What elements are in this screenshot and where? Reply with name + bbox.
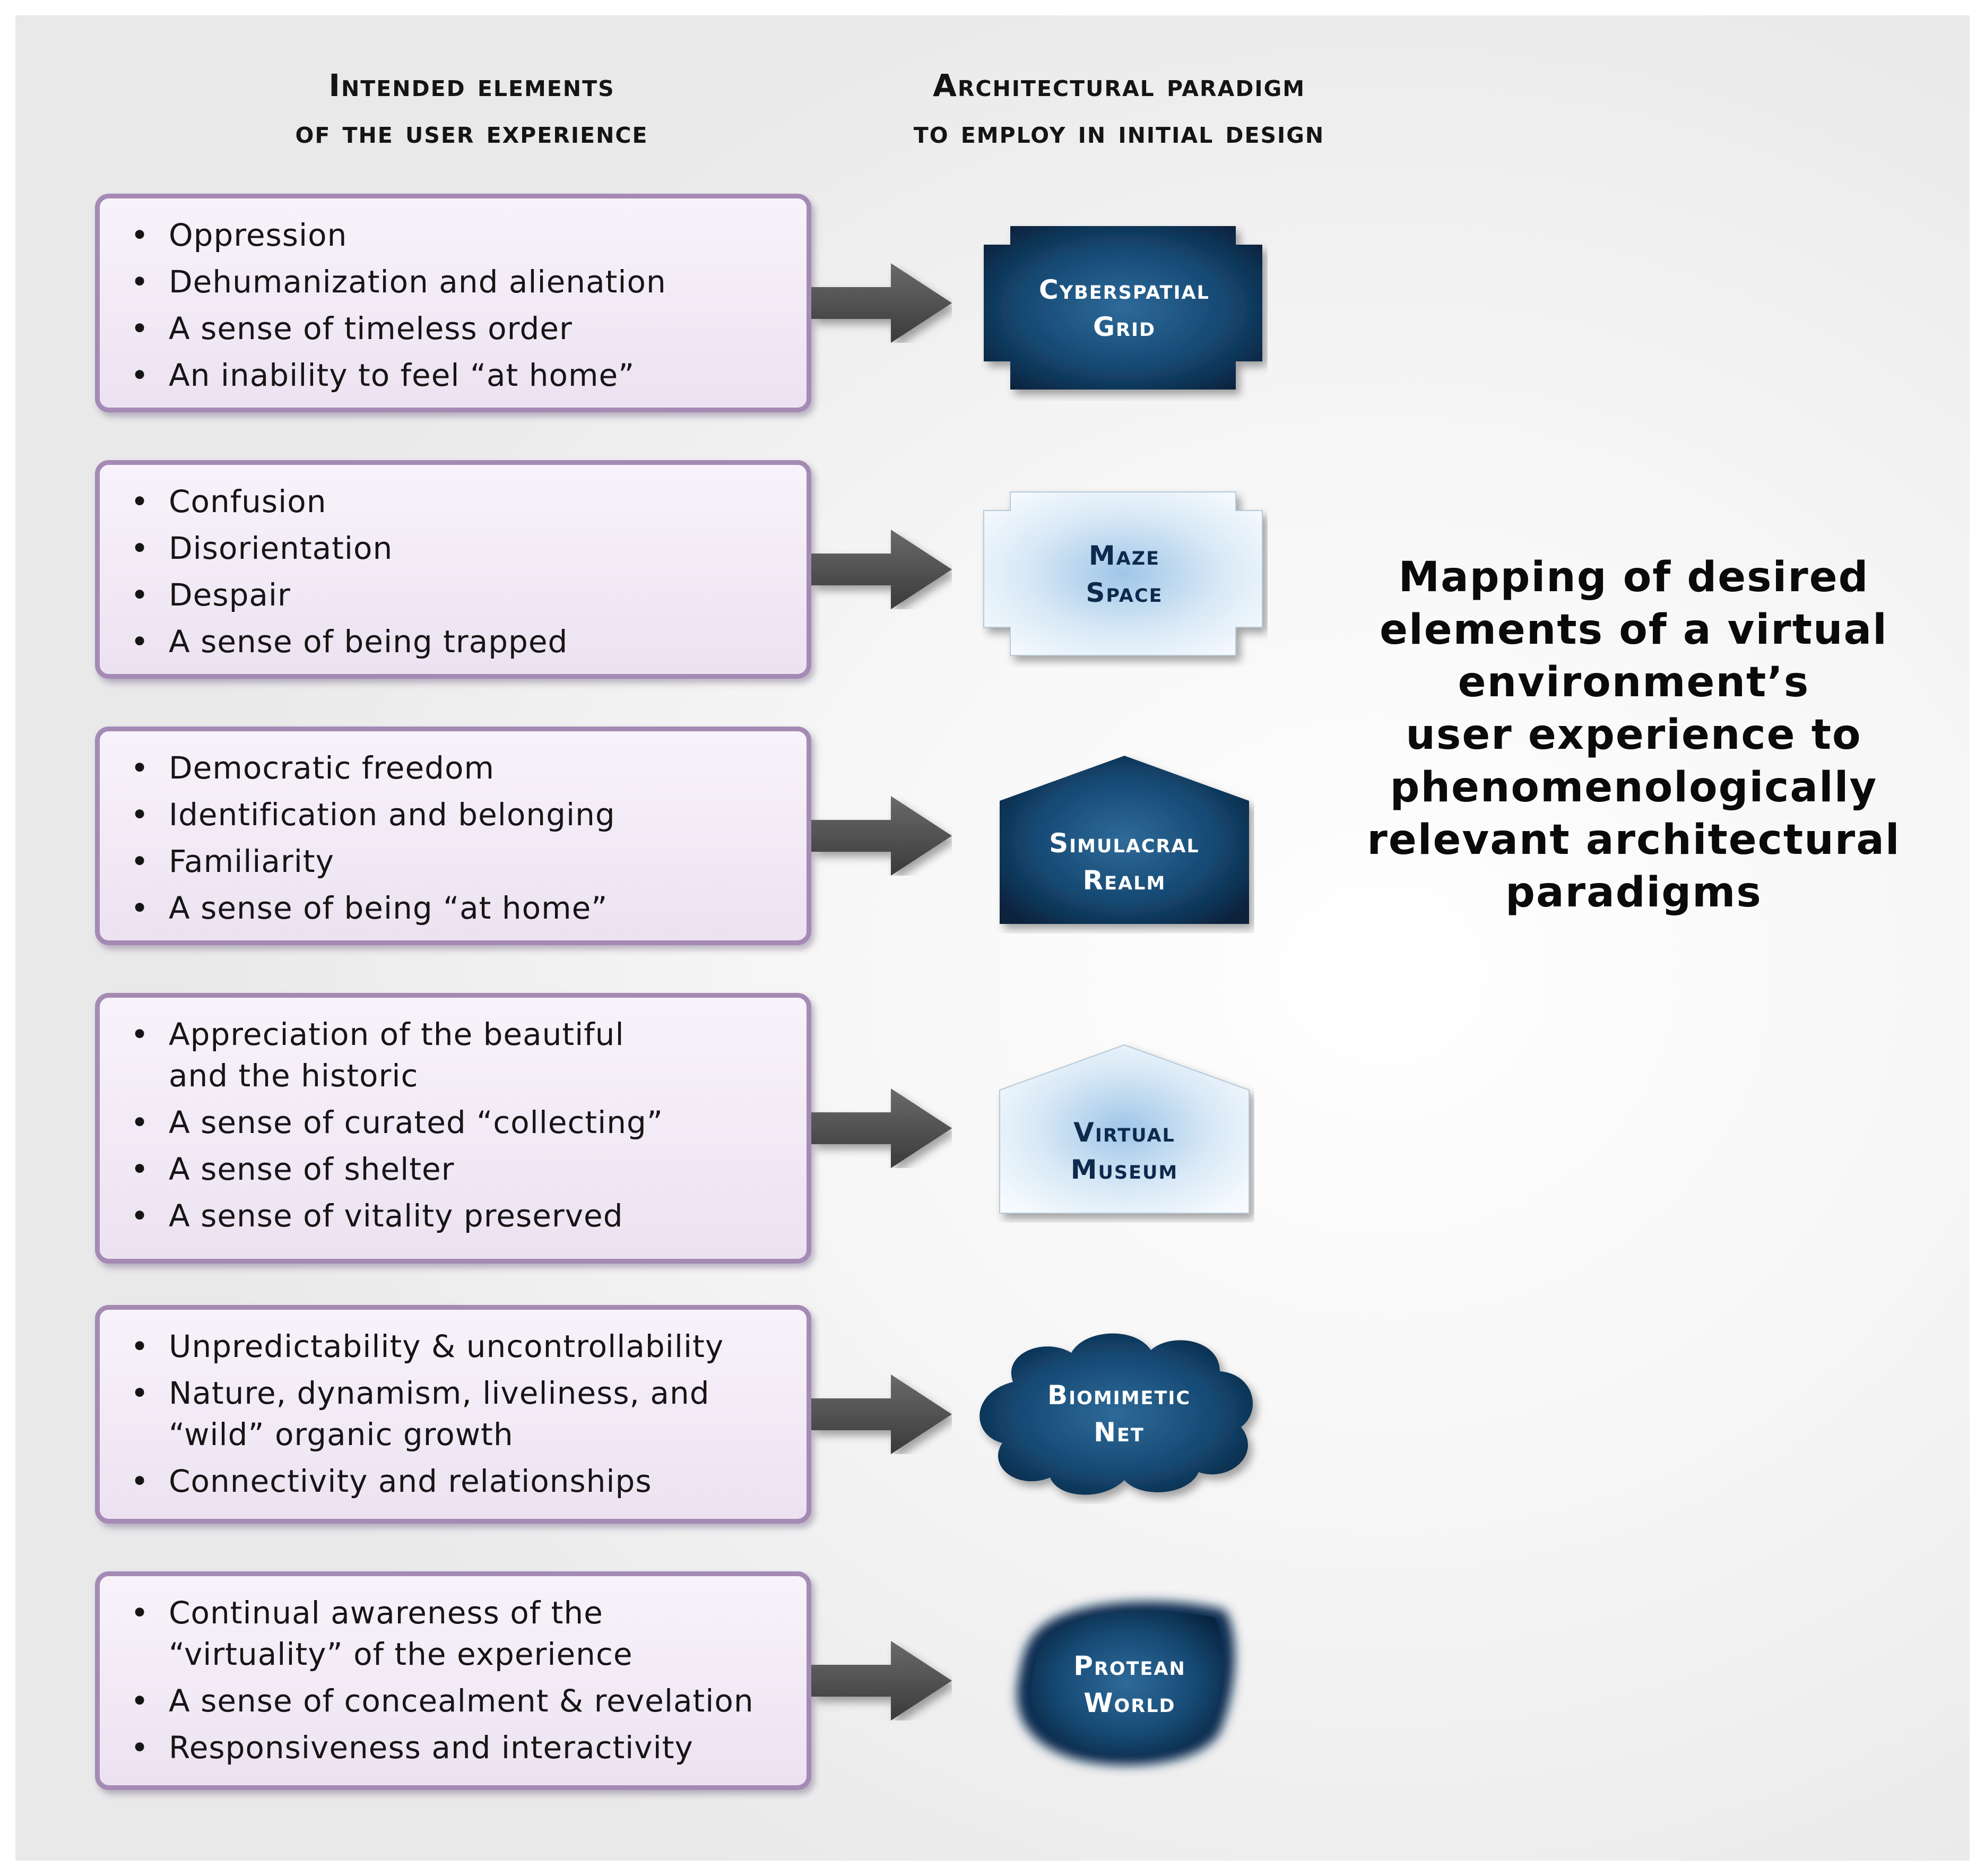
paradigm-label-line-1: Maze [1088, 540, 1160, 571]
ux-item: Appreciation of the beautiful and the hi… [131, 1014, 787, 1096]
ux-item: Oppression [131, 214, 787, 256]
title-line: user experience to [1406, 711, 1862, 759]
notched-rectangle-shape [984, 226, 1262, 390]
notched-rectangle-shape [983, 491, 1263, 656]
ux-list-row-6: Continual awareness of the “virtuality” … [131, 1592, 787, 1768]
diagram-title: Mapping of desired elements of a virtual… [1353, 551, 1915, 919]
title-line: environment’s [1458, 659, 1810, 706]
ux-box-row-6: Continual awareness of the “virtuality” … [95, 1571, 811, 1790]
arrow-icon [811, 796, 952, 876]
ux-item: A sense of being trapped [131, 621, 787, 662]
paradigm-label-line-2: Realm [1082, 865, 1166, 896]
house-shape [999, 1044, 1250, 1214]
ux-box-row-3: Democratic freedom Identification and be… [95, 727, 811, 945]
ux-item: Confusion [131, 481, 787, 522]
ux-item: Continual awareness of the “virtuality” … [131, 1592, 787, 1675]
ux-box-row-4: Appreciation of the beautiful and the hi… [95, 993, 811, 1264]
paradigm-label: Maze Space [981, 537, 1268, 611]
paradigm-label-line-1: Cyberspatial [1039, 274, 1210, 305]
title-line: phenomenologically [1390, 764, 1878, 811]
ux-item: An inability to feel “at home” [131, 355, 787, 396]
title-line: paradigms [1505, 869, 1762, 917]
ux-item: A sense of being “at home” [131, 887, 787, 929]
title-line: relevant architectural [1367, 816, 1901, 864]
arrow-icon [811, 263, 952, 343]
ux-list-row-2: Confusion Disorientation Despair A sense… [131, 481, 787, 662]
title-line: elements of a virtual [1380, 606, 1888, 654]
paradigm-protean-world: Protean World [986, 1589, 1273, 1780]
ux-box-row-2: Confusion Disorientation Despair A sense… [95, 460, 811, 679]
cloud-shape [980, 1333, 1253, 1495]
ux-item: Disorientation [131, 528, 787, 569]
ux-item: Nature, dynamism, liveliness, and “wild”… [131, 1372, 787, 1455]
ux-box-row-5: Unpredictability & uncontrollability Nat… [95, 1305, 811, 1524]
ux-item: Identification and belonging [131, 794, 787, 835]
paradigm-label-line-1: Virtual [1073, 1117, 1175, 1148]
paradigm-label: Cyberspatial Grid [981, 271, 1268, 345]
house-shape [1000, 756, 1249, 924]
diagram-canvas: Intended elements of the user experience… [15, 15, 1970, 1861]
paradigm-label-line-1: Protean [1073, 1650, 1186, 1681]
arrow-icon [811, 1088, 952, 1168]
paradigm-label-line-1: Simulacral [1049, 828, 1200, 859]
ux-item: Democratic freedom [131, 747, 787, 789]
ux-item: Despair [131, 574, 787, 616]
ux-item: Dehumanization and alienation [131, 261, 787, 302]
paradigm-label: Protean World [986, 1647, 1273, 1722]
paradigm-label-line-2: World [1083, 1688, 1176, 1718]
ux-list-row-3: Democratic freedom Identification and be… [131, 747, 787, 929]
left-column-header: Intended elements of the user experience [222, 62, 721, 155]
ux-item: Unpredictability & uncontrollability [131, 1326, 787, 1367]
ux-item: Familiarity [131, 841, 787, 882]
left-header-line-2: of the user experience [295, 114, 648, 150]
paradigm-label-line-2: Net [1094, 1417, 1145, 1448]
paradigm-label: Simulacral Realm [994, 825, 1254, 899]
ux-item: Responsiveness and interactivity [131, 1727, 787, 1768]
paradigm-label: Biomimetic Net [965, 1377, 1273, 1451]
ux-item: A sense of timeless order [131, 308, 787, 349]
paradigm-cyberspatial-grid: Cyberspatial Grid [981, 221, 1268, 401]
right-header-line-1: Architectural paradigm [932, 67, 1306, 103]
paradigm-biomimetic-net: Biomimetic Net [965, 1324, 1273, 1504]
paradigm-label: Virtual Museum [994, 1114, 1254, 1188]
paradigm-label-line-2: Museum [1070, 1154, 1178, 1185]
ux-item: A sense of curated “collecting” [131, 1102, 787, 1143]
ux-list-row-4: Appreciation of the beautiful and the hi… [131, 1014, 787, 1237]
paradigm-simulacral-realm: Simulacral Realm [994, 753, 1254, 933]
title-line: Mapping of desired [1398, 554, 1869, 601]
left-header-line-1: Intended elements [328, 67, 615, 103]
ux-item: A sense of concealment & revelation [131, 1680, 787, 1722]
paradigm-label-line-2: Grid [1093, 312, 1156, 342]
paradigm-label-line-1: Biomimetic [1047, 1380, 1191, 1411]
paradigm-label-line-2: Space [1086, 577, 1163, 608]
paradigm-virtual-museum: Virtual Museum [994, 1042, 1254, 1223]
arrow-icon [811, 1374, 952, 1454]
right-column-header: Architectural paradigm to employ in init… [854, 62, 1384, 155]
ux-list-row-1: Oppression Dehumanization and alienation… [131, 214, 787, 396]
right-header-line-2: to employ in initial design [913, 114, 1325, 150]
ux-item: A sense of vitality preserved [131, 1195, 787, 1237]
ux-list-row-5: Unpredictability & uncontrollability Nat… [131, 1326, 787, 1502]
ux-box-row-1: Oppression Dehumanization and alienation… [95, 194, 811, 412]
arrow-icon [811, 1641, 952, 1721]
ux-item: Connectivity and relationships [131, 1460, 787, 1502]
ux-item: A sense of shelter [131, 1148, 787, 1190]
blob-shape [1017, 1601, 1235, 1766]
arrow-icon [811, 530, 952, 609]
paradigm-maze-space: Maze Space [981, 487, 1268, 667]
